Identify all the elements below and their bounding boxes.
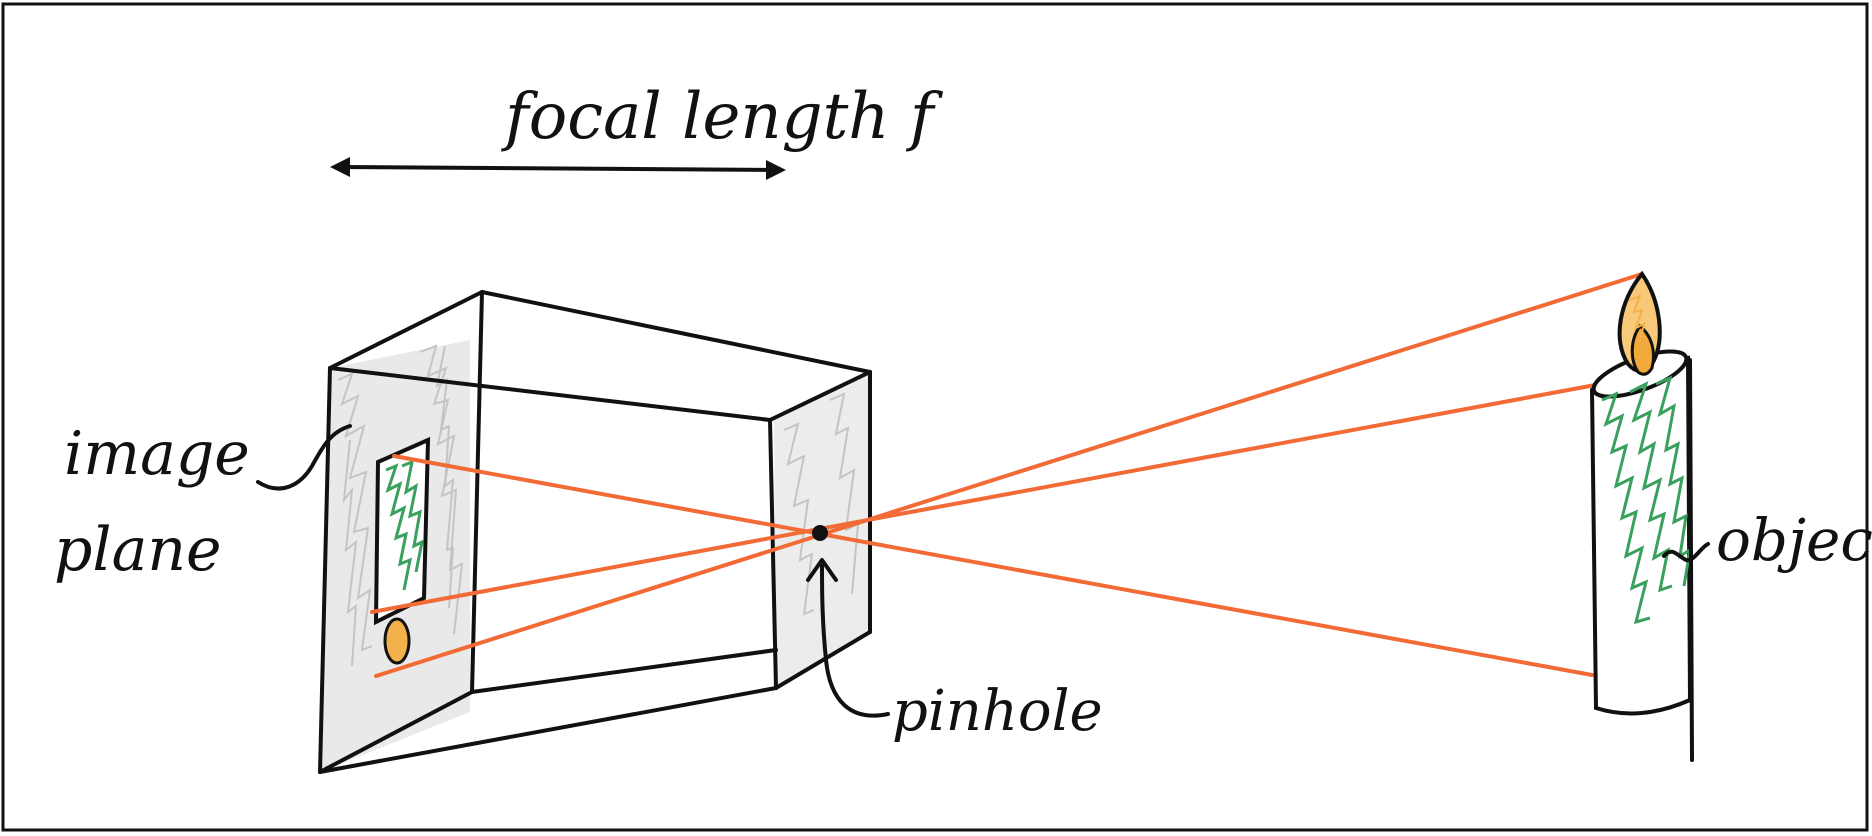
focal-length-label: focal length f: [501, 80, 944, 154]
focal-length-arrowhead-right: [766, 160, 786, 180]
ray-2: [370, 381, 1608, 614]
image-plane-edge: [318, 366, 332, 774]
ray-1: [374, 272, 1644, 678]
image-plane-pointer: [256, 424, 352, 491]
object-annotation: object: [1662, 506, 1872, 574]
camera-box: [318, 290, 872, 774]
ray-3: [392, 454, 1594, 677]
box-bottom-back-edge: [470, 648, 778, 694]
box-right-top-edge: [768, 370, 872, 422]
image-plane-label-line1: image: [64, 419, 250, 489]
inverted-flame: [383, 617, 411, 665]
focal-length-arrowhead-left: [330, 157, 350, 177]
flame-inner: [1630, 323, 1655, 376]
image-plane-annotation: image plane: [54, 419, 352, 585]
image-plane-label-line2: plane: [54, 515, 222, 585]
candle-object: [1589, 270, 1694, 762]
object-pointer: [1662, 542, 1710, 563]
pinhole-annotation: pinhole: [806, 558, 1103, 744]
candle-body: [1589, 355, 1693, 716]
pinhole-dot: [812, 525, 828, 541]
box-top-left-edge: [328, 290, 484, 370]
object-label: object: [1716, 506, 1872, 574]
flame-shading: [1629, 294, 1646, 341]
box-bottom-left-edge: [318, 690, 474, 774]
focal-length-arrow: [336, 165, 780, 172]
inverted-candle-image: [373, 436, 431, 665]
box-front-vertical-edge: [768, 418, 778, 690]
box-bottom-right-edge: [774, 630, 872, 690]
box-top-back-edge: [480, 290, 872, 374]
box-top-front-edge: [328, 366, 772, 422]
pinhole-pointer-arrowhead: [806, 558, 838, 582]
box-bottom-front-edge: [318, 686, 778, 774]
pinhole-label: pinhole: [892, 679, 1103, 744]
focal-length-annotation: focal length f: [330, 80, 944, 180]
light-rays: [370, 272, 1644, 678]
inverted-candle-body: [373, 436, 431, 626]
pinhole-pointer: [820, 564, 890, 718]
box-back-vertical-edge: [470, 290, 484, 694]
